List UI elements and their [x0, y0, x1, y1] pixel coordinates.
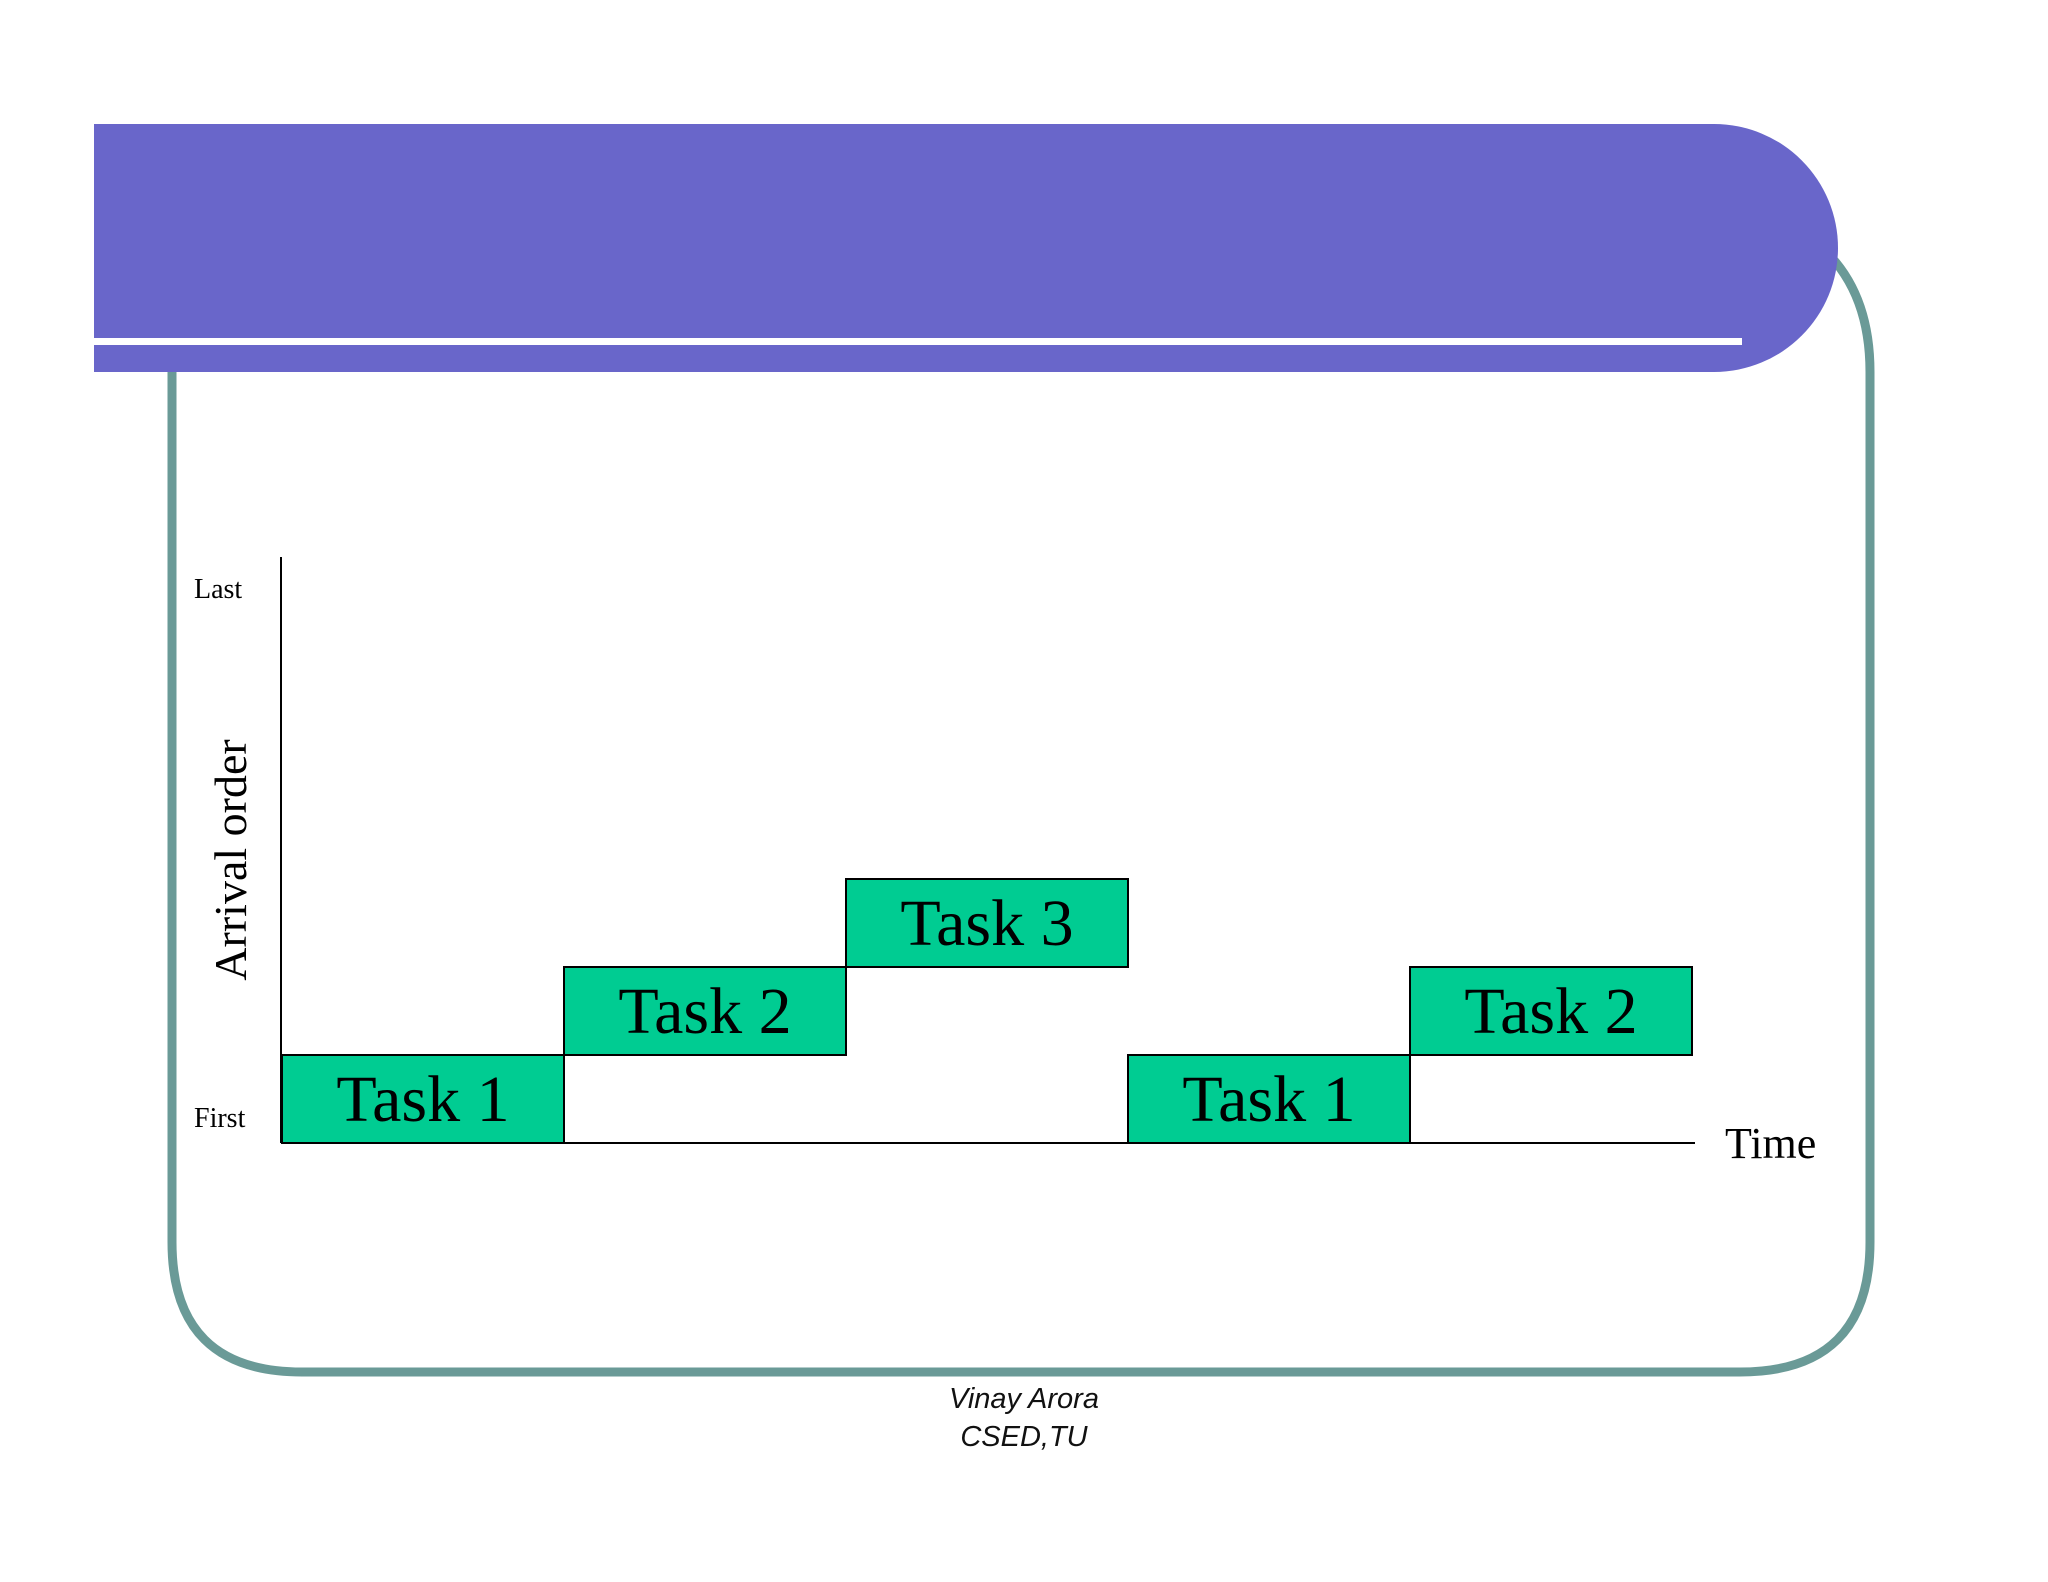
- arrival-order-diagram: Last First Arrival order Time Task 1Task…: [194, 557, 1816, 1168]
- task-block-label: Task 1: [336, 1063, 509, 1136]
- footer-author: Vinay Arora: [949, 1383, 1099, 1415]
- header-band: [94, 124, 1838, 372]
- task-block-rect: [1127, 1054, 1411, 1144]
- task-block-rect: [845, 878, 1129, 968]
- y-axis-label: Arrival order: [205, 739, 256, 980]
- task-block-rect: [1409, 966, 1693, 1056]
- header-rule: [94, 338, 1742, 345]
- y-axis-top-label: Last: [194, 574, 242, 605]
- task-block-label: Task 2: [618, 975, 791, 1048]
- task-block: Task 3: [845, 878, 1129, 968]
- x-axis-label: Time: [1725, 1119, 1816, 1168]
- task-block: Task 1: [1127, 1054, 1411, 1144]
- task-block-label: Task 3: [900, 887, 1073, 960]
- footer-affiliation: CSED,TU: [960, 1421, 1088, 1453]
- task-block-label: Task 1: [1182, 1063, 1355, 1136]
- task-blocks: Task 1 Task 2 Task 3 Task 1 Task 2: [281, 878, 1693, 1144]
- task-block-rect: [563, 966, 847, 1056]
- task-block: Task 2: [563, 966, 847, 1056]
- y-axis-bottom-label: First: [194, 1103, 246, 1134]
- task-block: Task 2: [1409, 966, 1693, 1056]
- task-block-label: Task 2: [1464, 975, 1637, 1048]
- task-block-rect: [281, 1054, 565, 1144]
- task-block: Task 1: [281, 1054, 565, 1144]
- slide-frame: [167, 241, 1875, 1377]
